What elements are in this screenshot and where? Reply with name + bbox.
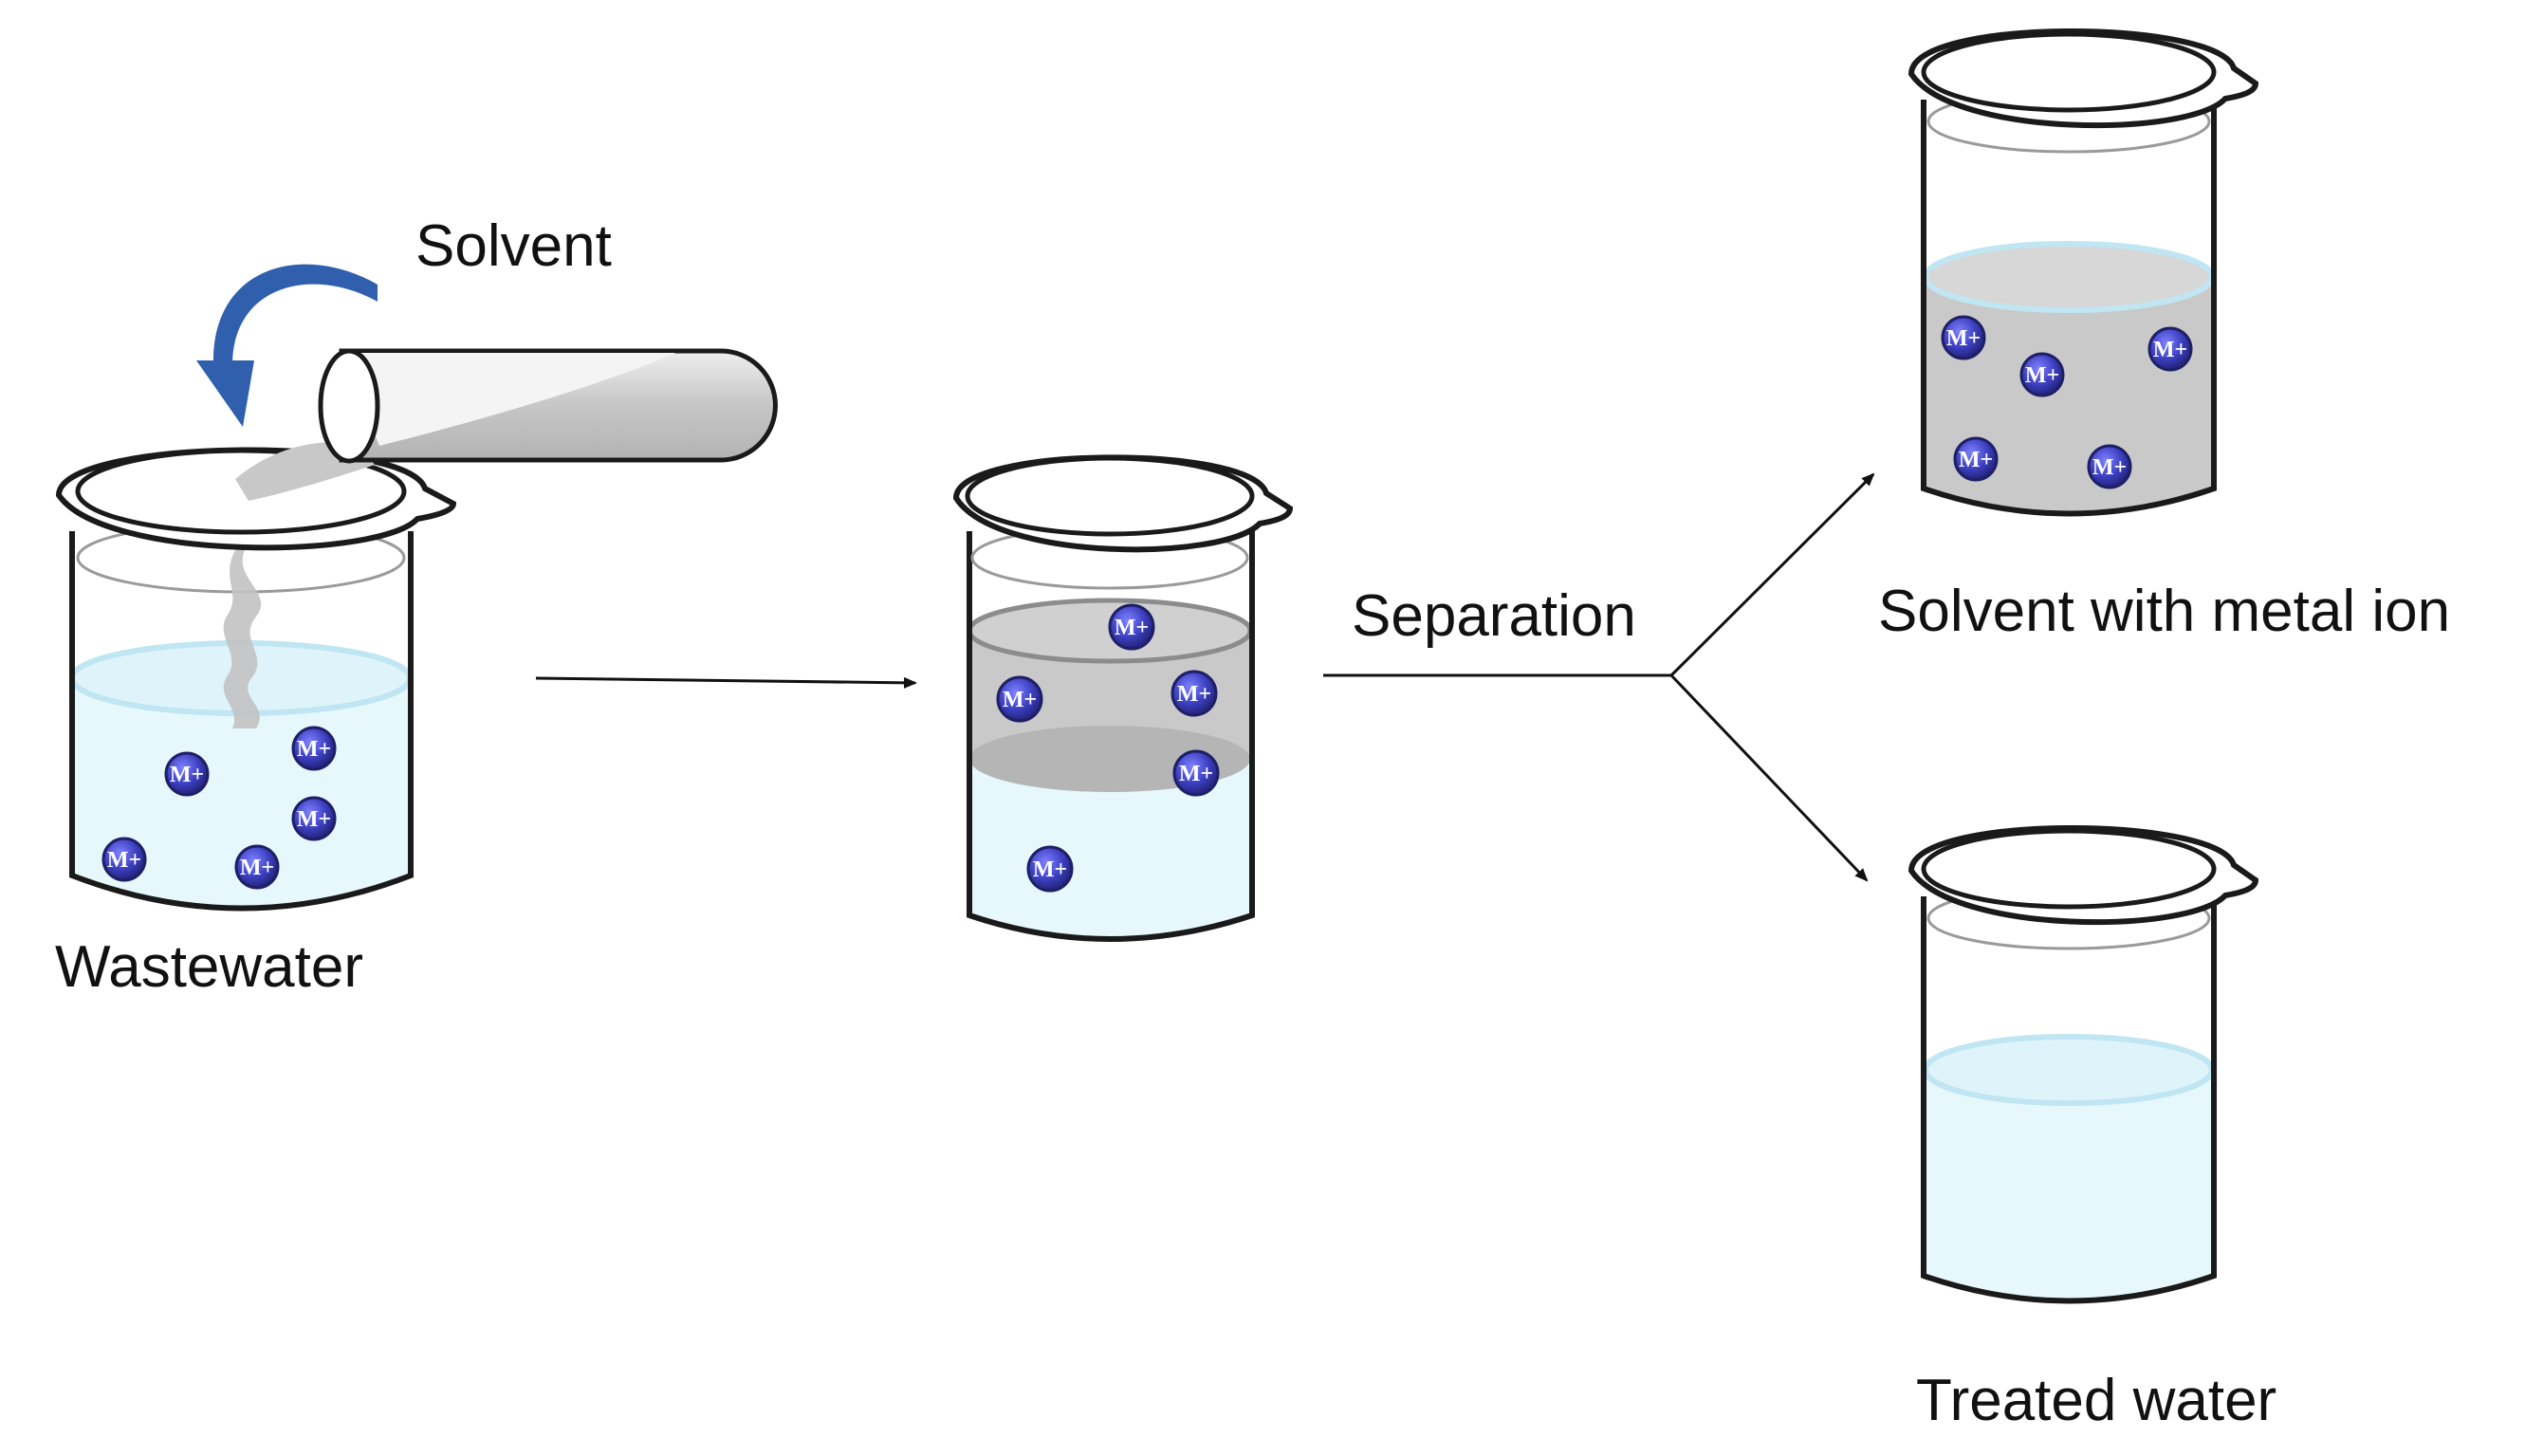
metal-ions-mixed: M+ M+ M+ M+ M+ [996, 603, 1220, 893]
metal-ions-solvent: M+ M+ M+ M+ M+ [1941, 315, 2193, 489]
svg-text:M+: M+ [2092, 455, 2127, 480]
svg-text:M+: M+ [1946, 326, 1981, 351]
label-separation: Separation [1352, 583, 1636, 649]
metal-ion-icon: M+ [1941, 315, 1986, 360]
svg-text:M+: M+ [1003, 688, 1037, 712]
svg-text:M+: M+ [1115, 616, 1149, 640]
metal-ion-icon: M+ [1953, 436, 1999, 482]
test-tube-icon [318, 348, 778, 464]
metal-ion-icon: M+ [2087, 444, 2132, 489]
label-treated-water: Treated water [1916, 1368, 2276, 1433]
metal-ion-icon: M+ [1172, 749, 1220, 797]
metal-ion-icon: M+ [1108, 603, 1155, 651]
metal-ion-icon: M+ [234, 844, 280, 890]
svg-text:M+: M+ [107, 848, 141, 873]
metal-ion-icon: M+ [101, 837, 147, 882]
metal-ion-icon: M+ [291, 726, 337, 771]
svg-text:M+: M+ [297, 737, 331, 762]
svg-text:M+: M+ [240, 856, 274, 880]
label-solvent: Solvent [415, 213, 612, 279]
curved-arrow-icon [196, 264, 378, 427]
separation-arrows [1323, 472, 1875, 882]
metal-ion-icon: M+ [291, 796, 337, 841]
label-wastewater: Wastewater [55, 934, 363, 1000]
label-solvent-with-metal-ion: Solvent with metal ion [1878, 579, 2450, 644]
flow-arrow-mix [535, 676, 917, 689]
svg-text:M+: M+ [1033, 857, 1067, 882]
beaker-mixed [952, 454, 1294, 942]
svg-text:M+: M+ [1177, 682, 1211, 707]
svg-text:M+: M+ [170, 763, 204, 787]
beaker-treated-water [1908, 825, 2259, 1304]
metal-ion-icon: M+ [1026, 845, 1074, 893]
svg-text:M+: M+ [1959, 448, 1993, 472]
beaker-icon [69, 531, 414, 912]
metal-ion-icon: M+ [2019, 352, 2065, 397]
metal-ion-icon: M+ [1170, 670, 1218, 717]
svg-text:M+: M+ [2153, 338, 2187, 362]
beaker-icon [1921, 100, 2217, 517]
svg-text:M+: M+ [2025, 363, 2059, 388]
metal-ion-icon: M+ [164, 751, 210, 797]
metal-ions-wastewater: M+ M+ M+ M+ M+ [101, 726, 337, 890]
beaker-icon [967, 531, 1255, 942]
svg-text:M+: M+ [297, 807, 331, 832]
beaker-icon [1921, 896, 2217, 1304]
metal-ion-icon: M+ [2147, 326, 2193, 372]
metal-ion-icon: M+ [996, 675, 1043, 723]
svg-text:M+: M+ [1179, 762, 1213, 786]
